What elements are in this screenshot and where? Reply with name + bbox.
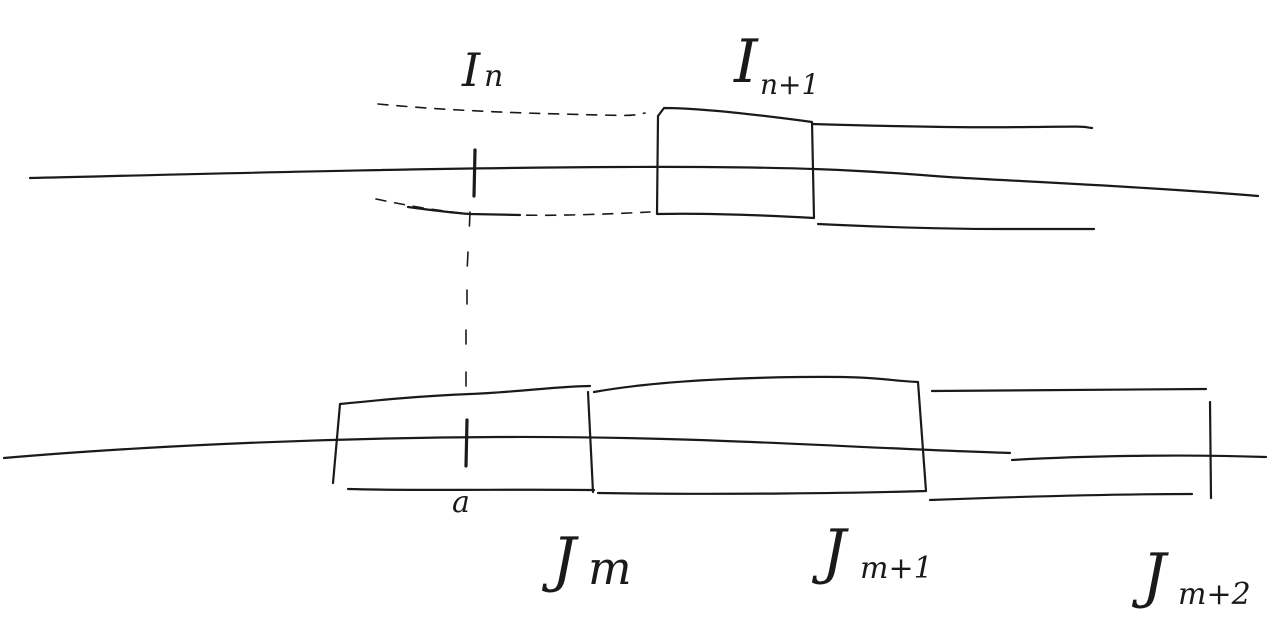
interval-i-n1-bottom-extension [816,222,1096,231]
label-i-n-main: I [461,43,481,97]
label-j-m2-sub: m+2 [1178,577,1251,612]
label-j-m1-main: J [811,517,849,587]
label-i-n-sub: n [484,59,503,94]
bottom-row [2,375,1268,502]
label-j-m1-sub: m+1 [860,551,933,586]
vertical-projection-dashed [465,211,471,396]
interval-j-m-divider [586,390,595,494]
label-i-n1-main: I [733,27,759,97]
top-point-tick [472,148,477,198]
top-axis-line [28,165,1260,198]
interval-i-n1-top-extension [810,122,1094,130]
interval-j-m-box [331,384,596,492]
label-i-n1-sub: n+1 [760,68,819,101]
bottom-axis-line-right [1010,454,1268,462]
interval-i-n-top-edge [377,103,646,117]
interval-i-n-bottom-edge [375,198,651,217]
bottom-point-tick [464,418,469,468]
interval-i-n1-box [655,106,816,220]
bottom-axis-line [2,435,1012,460]
label-point-a: a [452,485,470,520]
interval-j-m1-box [592,375,928,495]
label-j-m-sub: m [588,541,632,595]
interval-j-m2-right-edge [1208,400,1213,500]
interval-i-n-bottom-solid [406,205,522,217]
label-j-m2-main: J [1131,541,1169,611]
interval-j-m2-top [930,387,1208,393]
label-j-m-main: J [541,525,579,595]
interval-j-m2-bottom [928,492,1194,502]
top-row [28,103,1260,231]
